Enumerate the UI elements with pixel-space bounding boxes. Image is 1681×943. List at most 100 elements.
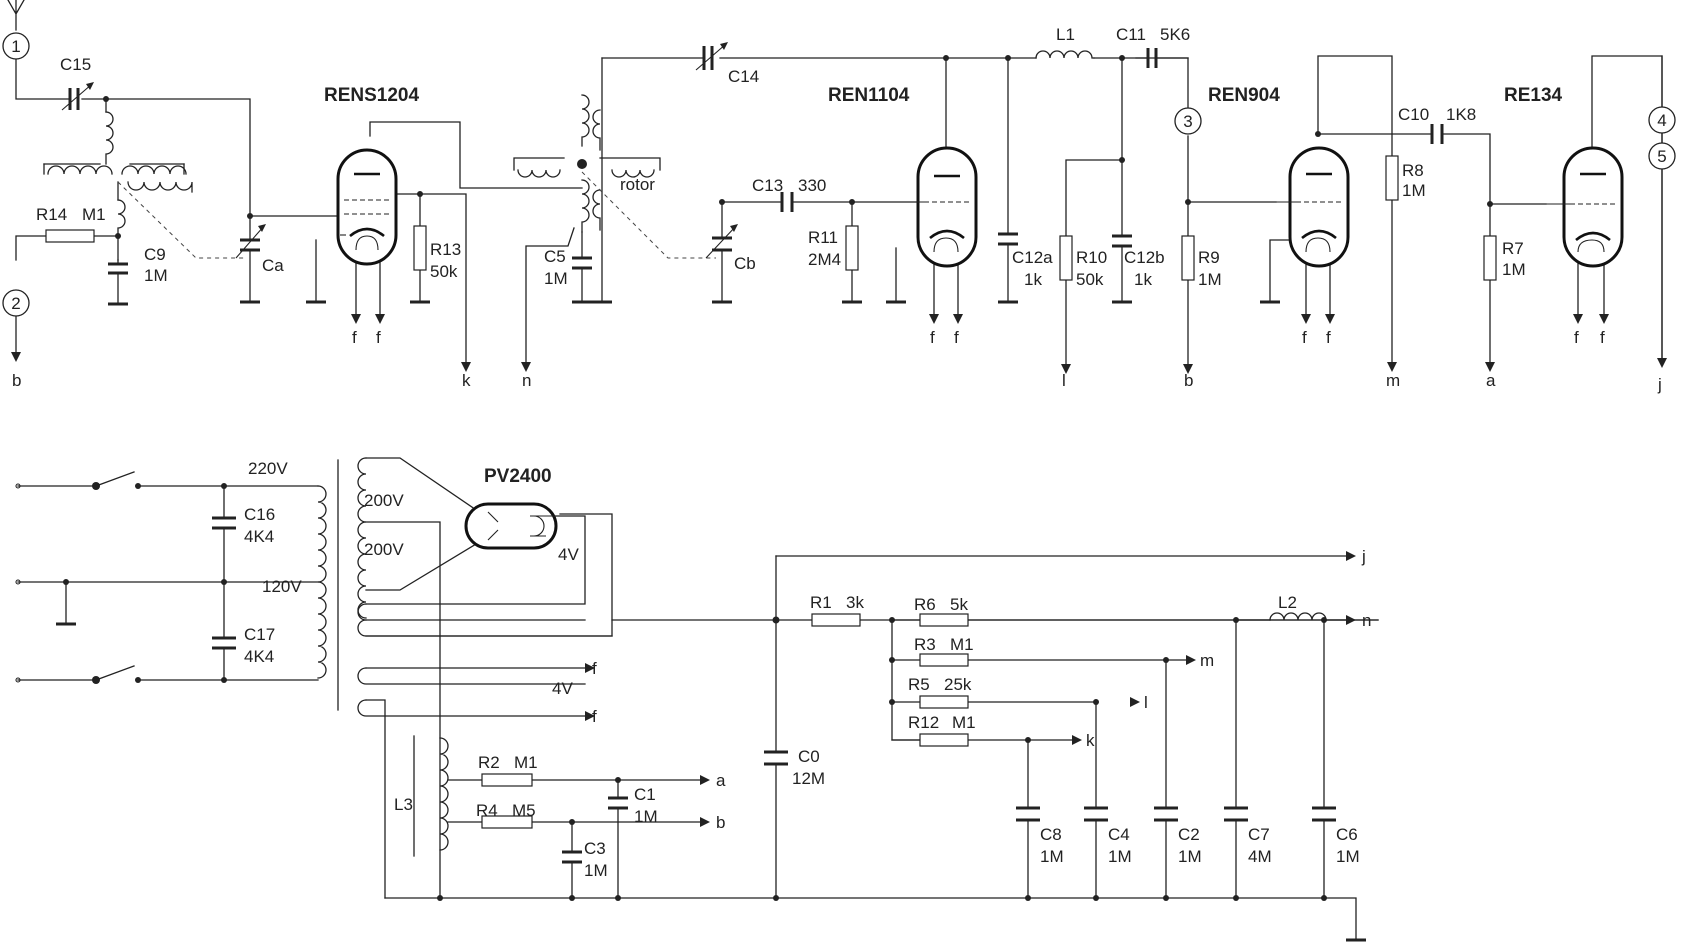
svg-text:1: 1 <box>11 37 20 56</box>
label-c7-value: 4M <box>1248 847 1272 866</box>
resistor-r3 <box>919 653 969 667</box>
resistor-r1 <box>811 613 861 627</box>
top-component-labels: C15 R14 M1 C9 1M Ca R13 50k C14 rotor C5… <box>36 25 1526 289</box>
capacitor-c15 <box>61 82 94 111</box>
bottom-arrows <box>585 551 1356 827</box>
label-c6-value: 1M <box>1336 847 1360 866</box>
label-c11: C11 <box>1116 25 1146 44</box>
svg-text:n: n <box>1362 611 1371 630</box>
label-r9-value: 1M <box>1198 270 1222 289</box>
svg-text:b: b <box>1184 371 1193 390</box>
tube-label-re134: RE134 <box>1504 85 1563 106</box>
label-c8: C8 <box>1040 825 1062 844</box>
label-l1: L1 <box>1056 25 1075 44</box>
label-ca: Ca <box>262 256 284 275</box>
label-r10-value: 50k <box>1076 270 1104 289</box>
bottom-wiring <box>17 457 1379 939</box>
label-c0-value: 12M <box>792 769 825 788</box>
resistor-r9 <box>1181 235 1195 281</box>
label-c17-value: 4K4 <box>244 647 274 666</box>
label-c16: C16 <box>244 505 275 524</box>
label-r1: R1 <box>810 593 832 612</box>
svg-text:4: 4 <box>1657 111 1666 130</box>
label-rotor: rotor <box>620 175 655 194</box>
label-c16-value: 4K4 <box>244 527 274 546</box>
capacitor-c9 <box>108 262 128 275</box>
label-c3-value: 1M <box>584 861 608 880</box>
label-c2-value: 1M <box>1178 847 1202 866</box>
svg-text:j: j <box>1361 547 1366 566</box>
svg-text:f: f <box>376 328 381 347</box>
inductor-l1 <box>1035 50 1095 59</box>
label-c0: C0 <box>798 747 820 766</box>
inductor-l2 <box>1269 612 1327 621</box>
label-c13-value: 330 <box>798 176 826 195</box>
label-r7-value: 1M <box>1502 260 1526 279</box>
tube-label-ren1104: REN1104 <box>828 85 910 106</box>
label-r6: R6 <box>914 595 936 614</box>
tube-ren904 <box>1276 146 1350 268</box>
label-r8: R8 <box>1402 161 1424 180</box>
svg-text:3: 3 <box>1183 112 1192 131</box>
resistor-r13 <box>413 225 427 271</box>
label-c4-value: 1M <box>1108 847 1132 866</box>
label-c10-value: 1K8 <box>1446 105 1476 124</box>
label-r7: R7 <box>1502 239 1524 258</box>
top-junctions <box>103 55 1493 239</box>
connector-4: 4 <box>1648 106 1676 134</box>
label-r8-value: 1M <box>1402 181 1426 200</box>
label-r5: R5 <box>908 675 930 694</box>
label-c9: C9 <box>144 245 166 264</box>
label-200v-a: 200V <box>364 491 404 510</box>
svg-text:b: b <box>716 813 725 832</box>
tube-re134 <box>1546 146 1624 268</box>
tube-label-rens1204: RENS1204 <box>324 85 419 106</box>
top-net-labels: b f f k n f f l b f f m a f f j <box>12 328 1662 394</box>
resistor-r10 <box>1059 235 1073 281</box>
resistor-r5 <box>919 695 969 709</box>
top-wiring <box>7 0 1663 367</box>
svg-text:a: a <box>716 771 726 790</box>
svg-text:k: k <box>462 371 471 390</box>
svg-text:n: n <box>522 371 531 390</box>
capacitor-c1 <box>608 796 628 810</box>
label-c3: C3 <box>584 839 606 858</box>
label-r13-value: 50k <box>430 262 458 281</box>
capacitor-c3 <box>562 850 582 864</box>
svg-text:f: f <box>592 707 597 726</box>
svg-text:m: m <box>1386 371 1400 390</box>
label-c6: C6 <box>1336 825 1358 844</box>
label-l3: L3 <box>394 795 413 814</box>
label-r14: R14 <box>36 205 67 224</box>
label-r9: R9 <box>1198 248 1220 267</box>
mains-switches <box>15 471 135 684</box>
capacitor-cb <box>705 224 738 259</box>
svg-text:f: f <box>1326 328 1331 347</box>
capacitor-c16 <box>212 516 236 530</box>
resistor-r12 <box>919 733 969 747</box>
tube-label-ren904: REN904 <box>1208 85 1280 106</box>
resistor-r11 <box>845 225 859 271</box>
label-r4-value: M5 <box>512 801 536 820</box>
capacitor-c12b <box>1112 234 1132 248</box>
top-arrows <box>11 314 1667 374</box>
label-r12-value: M1 <box>952 713 976 732</box>
label-r13: R13 <box>430 240 461 259</box>
label-c12a-value: 1k <box>1024 270 1042 289</box>
tube-ren1104 <box>896 146 978 268</box>
resistor-r6 <box>919 613 969 627</box>
label-c7: C7 <box>1248 825 1270 844</box>
connector-5: 5 <box>1648 142 1676 170</box>
label-r12: R12 <box>908 713 939 732</box>
svg-text:b: b <box>12 371 21 390</box>
resistor-r4 <box>481 815 533 829</box>
label-cb: Cb <box>734 254 756 273</box>
resistor-r14 <box>45 229 95 243</box>
svg-text:f: f <box>1302 328 1307 347</box>
label-c2: C2 <box>1178 825 1200 844</box>
label-r1-value: 3k <box>846 593 864 612</box>
svg-text:j: j <box>1657 375 1662 394</box>
svg-text:l: l <box>1062 371 1066 390</box>
capacitor-ca <box>235 224 266 259</box>
